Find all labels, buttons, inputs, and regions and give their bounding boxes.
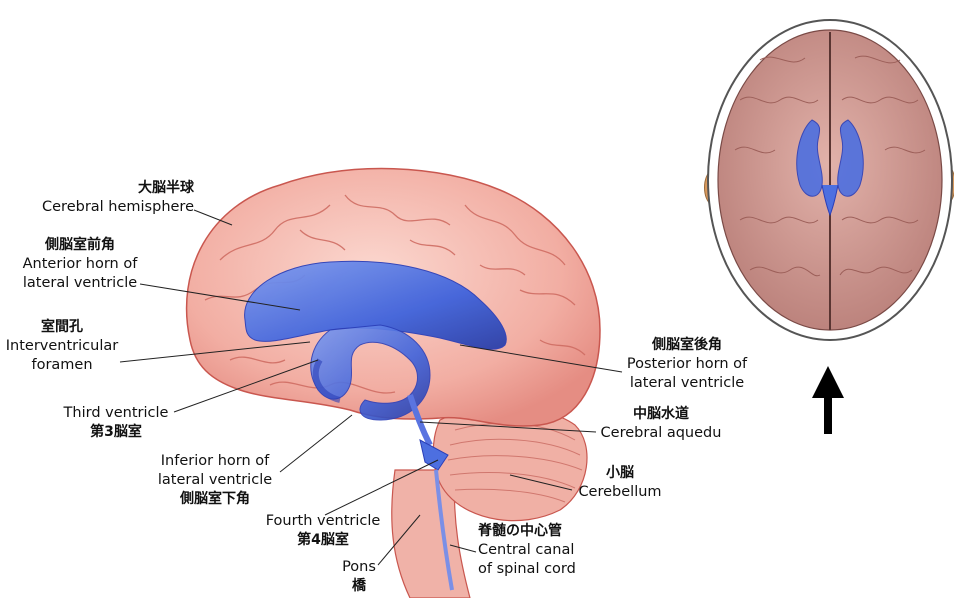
- cerebral-hemisphere-en: Cerebral hemisphere: [42, 198, 194, 217]
- posterior-horn-jp: 側脳室後角: [620, 336, 754, 355]
- cerebral-aqueduct-en: Cerebral aquedu: [596, 424, 726, 443]
- inferior-horn-en1: Inferior horn of: [150, 452, 280, 471]
- fourth-ventricle-en: Fourth ventricle: [258, 512, 388, 531]
- pons-en: Pons: [336, 558, 382, 577]
- label-cerebral-hemisphere: 大脳半球 Cerebral hemisphere: [42, 179, 194, 217]
- label-interventricular-foramen: 室間孔 Interventricular foramen: [0, 318, 124, 375]
- cerebellum-jp: 小脳: [568, 464, 672, 483]
- inferior-horn-jp: 側脳室下角: [150, 490, 280, 509]
- label-pons: Pons 橋: [336, 558, 382, 596]
- anterior-horn-en1: Anterior horn of: [0, 255, 160, 274]
- cerebellum-en: Cerebellum: [568, 483, 672, 502]
- central-canal-jp: 脊髄の中心管: [478, 522, 576, 541]
- interventricular-foramen-en1: Interventricular: [0, 337, 124, 356]
- label-cerebral-aqueduct: 中脳水道 Cerebral aquedu: [596, 405, 726, 443]
- label-fourth-ventricle: Fourth ventricle 第4脳室: [258, 512, 388, 550]
- top-view-brain: [705, 20, 954, 340]
- anterior-horn-jp: 側脳室前角: [0, 236, 160, 255]
- interventricular-foramen-en2: foramen: [0, 356, 124, 375]
- fourth-ventricle-jp: 第4脳室: [258, 531, 388, 550]
- anterior-horn-en2: lateral ventricle: [0, 274, 160, 293]
- cerebral-hemisphere-jp: 大脳半球: [42, 179, 194, 198]
- label-posterior-horn: 側脳室後角 Posterior horn of lateral ventricl…: [620, 336, 754, 393]
- third-ventricle-jp: 第3脳室: [56, 423, 176, 442]
- label-central-canal: 脊髄の中心管 Central canal of spinal cord: [478, 522, 576, 579]
- posterior-horn-en2: lateral ventricle: [620, 374, 754, 393]
- central-canal-en2: of spinal cord: [478, 560, 576, 579]
- interventricular-foramen-jp: 室間孔: [0, 318, 124, 337]
- third-ventricle-en: Third ventricle: [56, 404, 176, 423]
- central-canal-en1: Central canal: [478, 541, 576, 560]
- label-cerebellum: 小脳 Cerebellum: [568, 464, 672, 502]
- cerebral-aqueduct-jp: 中脳水道: [596, 405, 726, 424]
- posterior-horn-en1: Posterior horn of: [620, 355, 754, 374]
- pons-jp: 橋: [336, 577, 382, 596]
- inferior-horn-en2: lateral ventricle: [150, 471, 280, 490]
- label-anterior-horn: 側脳室前角 Anterior horn of lateral ventricle: [0, 236, 160, 293]
- up-arrow-icon: [812, 366, 844, 434]
- label-inferior-horn: Inferior horn of lateral ventricle 側脳室下角: [150, 452, 280, 509]
- label-third-ventricle: Third ventricle 第3脳室: [56, 404, 176, 442]
